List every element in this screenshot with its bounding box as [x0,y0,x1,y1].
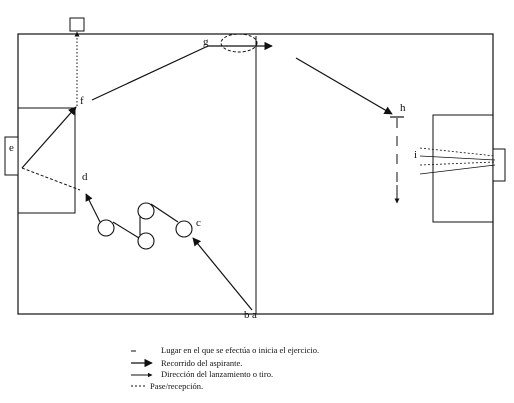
cone-circle-4 [97,219,115,237]
cone-circle-c [175,220,193,238]
run-to-h [295,57,393,115]
slalom-4 [85,193,101,223]
legend-text-shot: Dirección del lanzamiento o tiro. [161,369,273,379]
shot-i-4 [419,164,496,175]
label-h: h [400,102,406,114]
label-c: c [196,217,201,229]
label-a: a [252,309,257,321]
shot-i-2 [419,155,496,161]
label-g: g [203,36,209,48]
legend-text-start: Lugar en el que se efectúa o inicia el e… [161,345,319,355]
legend: Lugar en el que se efectúa o inicia el e… [131,345,319,391]
cone-circle-2 [137,202,155,220]
shot-i-1 [419,147,496,157]
left-goal [4,136,19,176]
label-b: b [244,309,250,321]
label-f: f [80,95,84,107]
reception-ellipse-g [220,33,258,53]
label-d: d [82,171,88,183]
shot-i-3 [419,161,496,166]
top-start-box [69,17,85,32]
cone-circle-3 [137,232,155,250]
slalom-3 [112,221,140,239]
left-goal-area [17,107,76,214]
legend-text-run: Recorrido del aspirante. [161,358,242,368]
label-e: e [9,142,14,154]
run-f-to-g [91,45,209,101]
legend-text-pass: Pase/recepción. [150,381,203,391]
pass-line-e-d [21,167,81,191]
run-e-to-f [21,106,77,169]
label-i: i [414,149,417,161]
run-a-to-c [192,237,253,311]
slalom-1 [150,203,179,223]
